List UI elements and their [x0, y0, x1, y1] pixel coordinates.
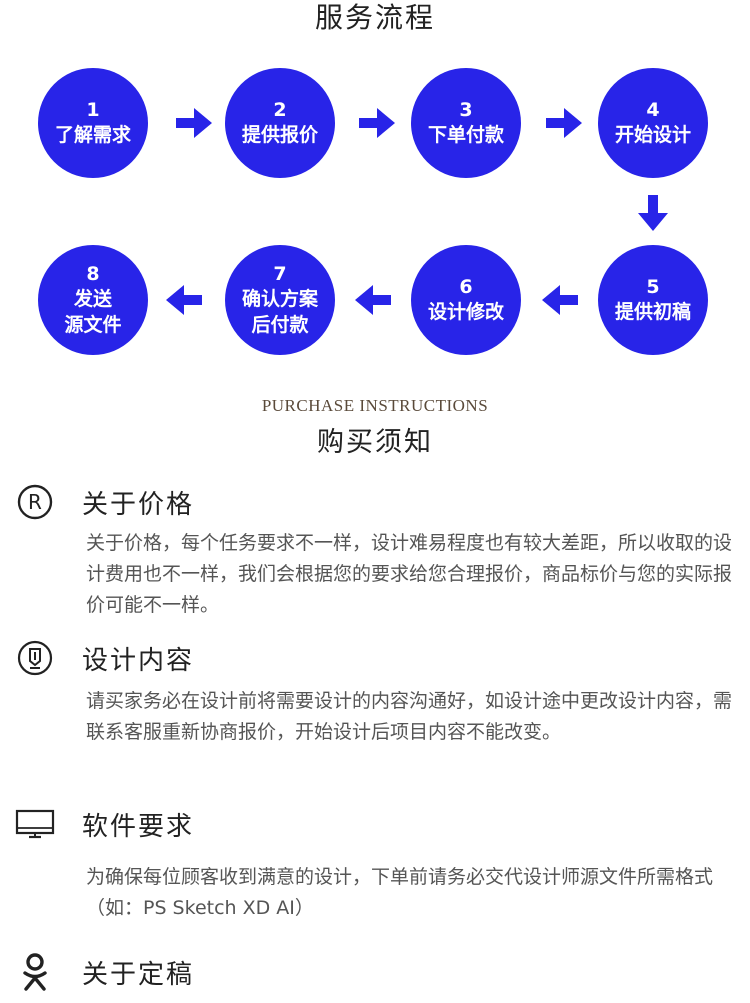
- step-5: 5 提供初稿: [598, 245, 708, 355]
- step-label: 提供初稿: [614, 301, 691, 323]
- step-label: 提供报价: [241, 124, 318, 146]
- step-label-line2: 源文件: [64, 314, 122, 336]
- section-software-header: 软件要求: [14, 804, 194, 844]
- svg-text:R: R: [28, 490, 42, 514]
- step-3: 3 下单付款: [411, 68, 521, 178]
- arrow-right-icon: [174, 103, 214, 143]
- step-label: 设计修改: [427, 301, 504, 323]
- step-2: 2 提供报价: [225, 68, 335, 178]
- section-text: 为确保每位顾客收到满意的设计，下单前请务必交代设计师源文件所需格式（如：PS S…: [86, 866, 714, 919]
- step-4: 4 开始设计: [598, 68, 708, 178]
- section-heading: 关于定稿: [82, 959, 195, 990]
- section-heading: 设计内容: [82, 645, 195, 676]
- odnoklassniki-icon: [14, 952, 56, 992]
- section-content-header: 设计内容: [14, 638, 194, 678]
- step-label: 发送: [73, 288, 112, 310]
- purchase-title-zh: 购买须知: [317, 427, 433, 458]
- section-text: 关于价格，每个任务要求不一样，设计难易程度也有较大差距，所以收取的设计费用也不一…: [86, 532, 733, 616]
- purchase-title-en: PURCHASE INSTRUCTIONS: [261, 396, 489, 415]
- step-number: 6: [459, 276, 473, 298]
- section-heading: 软件要求: [82, 811, 195, 842]
- page-title: 服务流程: [314, 1, 435, 34]
- arrow-left-icon: [540, 280, 580, 320]
- badge-icon: [14, 638, 56, 678]
- section-price-header: R 关于价格: [14, 482, 194, 522]
- arrow-right-icon: [357, 103, 397, 143]
- arrow-left-icon: [353, 280, 393, 320]
- arrow-down-icon: [633, 193, 673, 233]
- step-number: 4: [646, 99, 660, 121]
- step-number: 5: [646, 276, 660, 298]
- step-7: 7 确认方案 后付款: [225, 245, 335, 355]
- section-heading: 关于价格: [82, 489, 195, 520]
- step-label: 开始设计: [614, 124, 691, 146]
- step-number: 8: [86, 263, 100, 285]
- arrow-left-icon: [164, 280, 204, 320]
- registered-icon: R: [14, 482, 56, 522]
- step-1: 1 了解需求: [38, 68, 148, 178]
- step-number: 1: [86, 99, 100, 121]
- arrow-right-icon: [544, 103, 584, 143]
- step-8: 8 发送 源文件: [38, 245, 148, 355]
- step-number: 2: [273, 99, 287, 121]
- monitor-icon: [14, 804, 56, 844]
- step-label: 了解需求: [54, 124, 131, 146]
- section-text: 请买家务必在设计前将需要设计的内容沟通好，如设计途中更改设计内容，需联系客服重新…: [86, 690, 733, 743]
- step-label: 下单付款: [427, 124, 504, 146]
- step-label-line2: 后付款: [251, 314, 309, 336]
- step-number: 3: [459, 99, 473, 121]
- step-number: 7: [273, 263, 287, 285]
- step-6: 6 设计修改: [411, 245, 521, 355]
- step-label: 确认方案: [241, 288, 318, 310]
- section-final-header: 关于定稿: [14, 952, 194, 992]
